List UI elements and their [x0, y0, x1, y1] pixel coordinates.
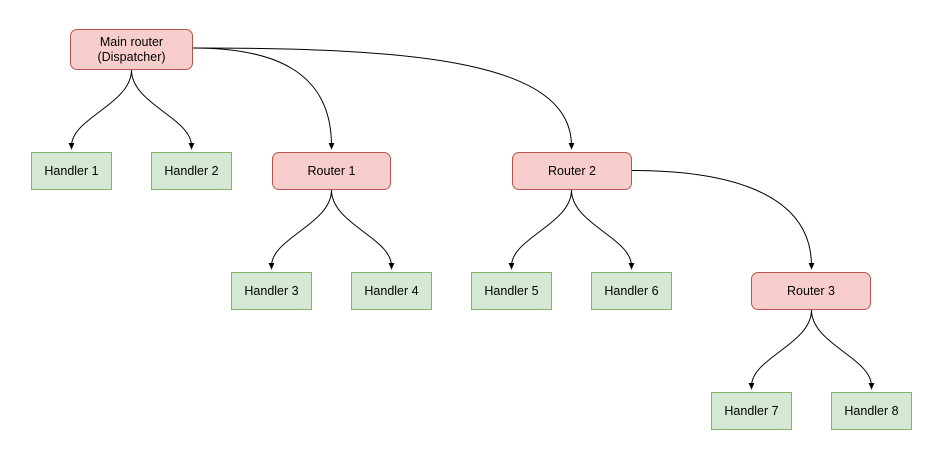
edge-main-router-to-router-2[interactable] — [192, 47, 575, 150]
edge-router-2-to-handler-6[interactable] — [571, 189, 635, 270]
node-label-handler-5: Handler 5 — [484, 283, 539, 298]
edge-router-2-to-handler-5[interactable] — [508, 189, 572, 270]
node-label-router-2: Router 2 — [548, 163, 596, 178]
edge-router-1-to-handler-4[interactable] — [331, 189, 395, 270]
node-label-handler-4: Handler 4 — [364, 283, 419, 298]
node-label-router-3: Router 3 — [787, 283, 835, 298]
node-router-3[interactable]: Router 3 — [751, 272, 871, 310]
node-handler-6[interactable]: Handler 6 — [591, 272, 672, 310]
node-handler-1[interactable]: Handler 1 — [31, 152, 112, 190]
node-label-main-router: Main router (Dispatcher) — [97, 34, 166, 64]
node-handler-5[interactable]: Handler 5 — [471, 272, 552, 310]
node-label-handler-6: Handler 6 — [604, 283, 659, 298]
node-handler-3[interactable]: Handler 3 — [231, 272, 312, 310]
edge-main-router-to-handler-2[interactable] — [131, 69, 195, 150]
node-router-1[interactable]: Router 1 — [272, 152, 391, 190]
node-handler-2[interactable]: Handler 2 — [151, 152, 232, 190]
edge-router-3-to-handler-7[interactable] — [748, 309, 812, 390]
node-label-handler-8: Handler 8 — [844, 403, 899, 418]
node-label-handler-3: Handler 3 — [244, 283, 299, 298]
edge-main-router-to-handler-1[interactable] — [68, 69, 132, 150]
node-label-handler-7: Handler 7 — [724, 403, 779, 418]
node-label-router-1: Router 1 — [307, 163, 356, 178]
node-main-router[interactable]: Main router (Dispatcher) — [70, 29, 193, 70]
node-label-handler-2: Handler 2 — [164, 163, 219, 178]
node-handler-8[interactable]: Handler 8 — [831, 392, 912, 430]
node-handler-4[interactable]: Handler 4 — [351, 272, 432, 310]
edges-group — [68, 47, 875, 390]
edge-main-router-to-router-1[interactable] — [192, 47, 335, 150]
edge-router-1-to-handler-3[interactable] — [268, 189, 332, 270]
node-router-2[interactable]: Router 2 — [512, 152, 632, 190]
edge-router-3-to-handler-8[interactable] — [811, 309, 875, 390]
node-label-handler-1: Handler 1 — [44, 163, 99, 178]
edge-router-2-to-router-3[interactable] — [631, 170, 815, 270]
node-handler-7[interactable]: Handler 7 — [711, 392, 792, 430]
